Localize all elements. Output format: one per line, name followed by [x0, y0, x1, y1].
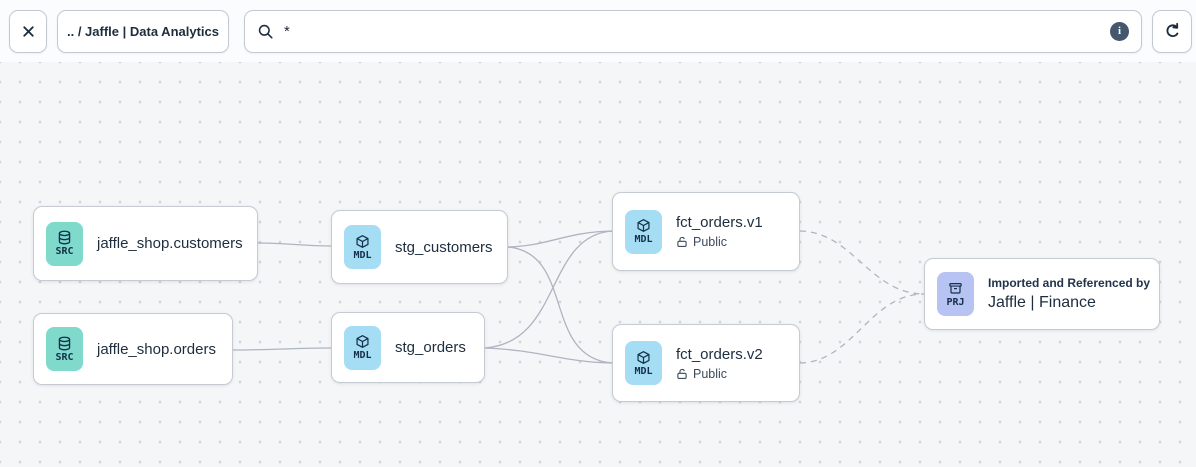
access-row: Public — [676, 235, 763, 249]
node-title: fct_orders.v1 — [676, 214, 763, 231]
close-button[interactable] — [9, 10, 47, 53]
node-jaffle-shop-orders[interactable]: SRC jaffle_shop.orders — [33, 313, 233, 385]
badge-label: SRC — [55, 246, 74, 257]
node-fct-orders-v1[interactable]: MDL fct_orders.v1 Public — [612, 192, 800, 271]
node-title: stg_customers — [395, 238, 493, 256]
model-badge: MDL — [344, 325, 381, 370]
node-title: jaffle_shop.customers — [97, 235, 243, 252]
node-subtitle: Imported and Referenced by — [988, 276, 1151, 290]
refresh-button[interactable] — [1152, 10, 1192, 53]
badge-label: SRC — [55, 351, 74, 363]
search-icon — [258, 24, 273, 39]
source-badge: SRC — [46, 327, 83, 371]
node-title: stg_orders — [395, 339, 466, 356]
node-title: fct_orders.v2 — [676, 345, 763, 363]
search-bar: i — [244, 10, 1142, 53]
access-label: Public — [693, 366, 728, 381]
database-icon — [58, 230, 71, 245]
refresh-icon — [1166, 22, 1178, 38]
node-jaffle-shop-customers[interactable]: SRC jaffle_shop.customers — [33, 206, 258, 281]
search-input[interactable] — [284, 23, 1110, 40]
model-badge: MDL — [625, 209, 662, 254]
access-label: Public — [693, 235, 728, 249]
node-stg-orders[interactable]: MDL stg_orders — [331, 312, 485, 383]
node-title: jaffle_shop.orders — [97, 340, 216, 358]
badge-label: MDL — [353, 249, 372, 261]
breadcrumb-label: .. / Jaffle | Data Analytics — [67, 24, 219, 39]
node-fct-orders-v2[interactable]: MDL fct_orders.v2 Public — [612, 324, 800, 402]
badge-label: MDL — [634, 234, 653, 245]
model-badge: MDL — [625, 341, 662, 385]
access-row: Public — [676, 367, 763, 381]
unlock-icon — [677, 236, 687, 248]
close-icon — [22, 26, 34, 37]
breadcrumb-button[interactable]: .. / Jaffle | Data Analytics — [57, 10, 229, 53]
node-project-jaffle-finance[interactable]: PRJ Imported and Referenced by Jaffle | … — [924, 258, 1160, 330]
info-icon[interactable]: i — [1110, 22, 1129, 41]
badge-label: MDL — [353, 350, 372, 361]
toolbar: .. / Jaffle | Data Analytics i — [0, 0, 1196, 62]
badge-label: MDL — [634, 365, 653, 377]
cube-icon — [356, 335, 369, 348]
cube-icon — [356, 234, 369, 248]
cube-icon — [637, 219, 650, 232]
source-badge: SRC — [46, 221, 83, 266]
badge-label: PRJ — [946, 296, 965, 308]
cube-icon — [637, 350, 650, 364]
database-icon — [58, 336, 71, 350]
node-stg-customers[interactable]: MDL stg_customers — [331, 210, 508, 284]
archive-box-icon — [949, 282, 962, 294]
node-title: Jaffle | Finance — [988, 294, 1096, 311]
unlock-icon — [677, 368, 687, 379]
project-badge: PRJ — [937, 272, 974, 316]
model-badge: MDL — [344, 225, 381, 269]
